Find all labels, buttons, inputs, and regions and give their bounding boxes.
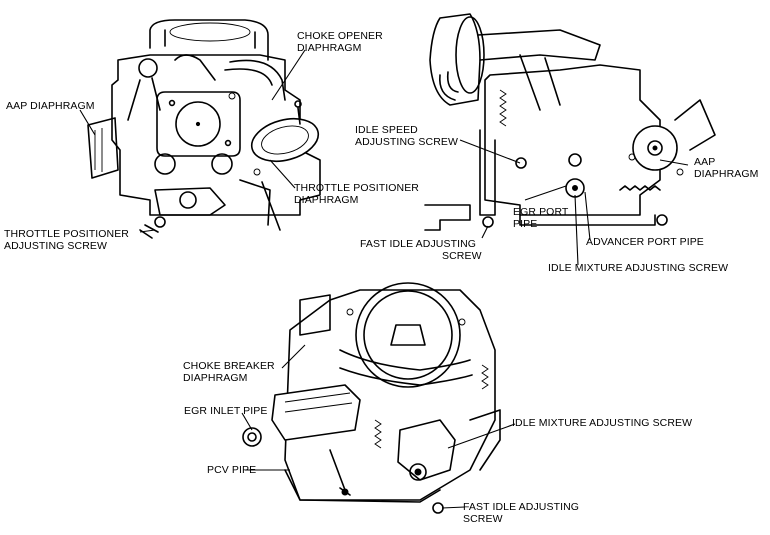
label-line: THROTTLE POSITIONER — [294, 182, 419, 194]
label-throttle-positioner-diaphragm: THROTTLE POSITIONER DIAPHRAGM — [294, 182, 419, 206]
label-egr-port-pipe: EGR PORT PIPE — [513, 206, 568, 230]
label-line: DIAPHRAGM — [694, 168, 759, 180]
label-throttle-positioner-adjusting-screw: THROTTLE POSITIONER ADJUSTING SCREW — [4, 228, 129, 252]
label-line: ADJUSTING SCREW — [4, 240, 108, 252]
label-line: CHOKE BREAKER — [183, 360, 275, 372]
label-line: FAST IDLE ADJUSTING — [463, 501, 580, 513]
leader-lines — [79, 49, 689, 509]
label-egr-inlet-pipe: EGR INLET PIPE — [184, 405, 267, 417]
label-choke-opener-diaphragm: CHOKE OPENER DIAPHRAGM — [297, 30, 383, 54]
label-line: IDLE MIXTURE ADJUSTING SCREW — [548, 262, 729, 274]
label-line: IDLE SPEED — [355, 124, 418, 136]
label-idle-speed-adjusting-screw: IDLE SPEED ADJUSTING SCREW — [355, 124, 458, 148]
label-line: EGR INLET PIPE — [184, 405, 268, 417]
label-aap-diaphragm-left: AAP DIAPHRAGM — [6, 100, 95, 112]
label-line: PCV PIPE — [207, 464, 257, 476]
label-fast-idle-adjusting-screw-top: FAST IDLE ADJUSTING SCREW — [360, 238, 482, 262]
label-line: SCREW — [463, 513, 503, 525]
label-line: FAST IDLE ADJUSTING — [360, 238, 477, 250]
carburetor-side-view — [424, 13, 716, 231]
label-advancer-port-pipe: ADVANCER PORT PIPE — [586, 236, 704, 248]
label-line: EGR PORT — [513, 206, 569, 218]
label-pcv-pipe: PCV PIPE — [207, 464, 256, 476]
label-idle-mixture-adjusting-screw-top: IDLE MIXTURE ADJUSTING SCREW — [548, 262, 728, 274]
label-line: CHOKE OPENER — [297, 30, 383, 42]
carburetor-front-view — [87, 19, 321, 239]
label-line: DIAPHRAGM — [183, 372, 248, 384]
label-line: ADJUSTING SCREW — [355, 136, 459, 148]
label-line: THROTTLE POSITIONER — [4, 228, 129, 240]
label-line: SCREW — [442, 250, 482, 262]
label-choke-breaker-diaphragm: CHOKE BREAKER DIAPHRAGM — [183, 360, 275, 384]
label-line: IDLE MIXTURE ADJUSTING SCREW — [512, 417, 693, 429]
label-idle-mixture-adjusting-screw-bottom: IDLE MIXTURE ADJUSTING SCREW — [512, 417, 692, 429]
carburetor-rear-view — [242, 282, 501, 514]
label-line: DIAPHRAGM — [297, 42, 362, 54]
label-line: AAP — [694, 156, 716, 168]
label-line: PIPE — [513, 218, 538, 230]
label-line: AAP DIAPHRAGM — [6, 100, 95, 112]
label-line: DIAPHRAGM — [294, 194, 359, 206]
label-aap-diaphragm-right: AAP DIAPHRAGM — [694, 156, 759, 180]
label-line: ADVANCER PORT PIPE — [586, 236, 704, 248]
label-fast-idle-adjusting-screw-bottom: FAST IDLE ADJUSTING SCREW — [463, 501, 579, 525]
